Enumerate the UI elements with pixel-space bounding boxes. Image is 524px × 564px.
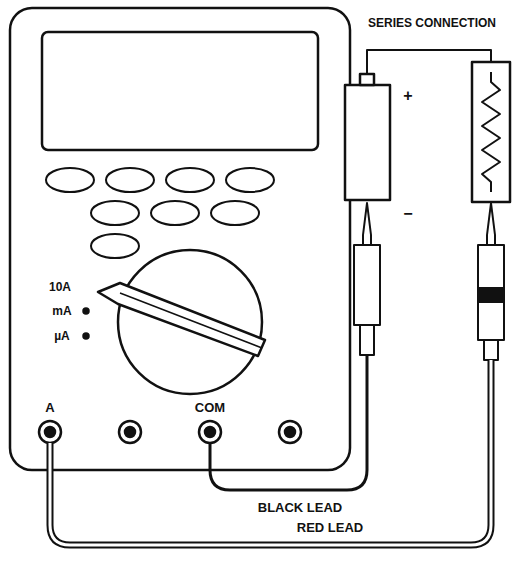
- label: +: [401, 87, 414, 105]
- dial-dot: [84, 334, 89, 339]
- label: mA: [50, 305, 73, 318]
- red-probe: [478, 203, 504, 360]
- label: COM: [193, 401, 227, 415]
- label: BLACK LEAD: [256, 501, 345, 515]
- label: µA: [52, 330, 72, 343]
- black-lead-wire: [210, 355, 367, 490]
- label: −: [401, 205, 414, 223]
- label: SERIES CONNECTION: [366, 17, 498, 30]
- red-lead-core: [50, 360, 491, 545]
- buttons: [46, 168, 274, 258]
- label: A: [43, 401, 56, 415]
- label: RED LEAD: [295, 521, 365, 535]
- display: [42, 32, 318, 150]
- resistor-box: [472, 62, 510, 202]
- dial-pointer: [98, 283, 265, 356]
- meter-body: [10, 8, 350, 470]
- label: 10A: [47, 281, 73, 294]
- pointer-line: [120, 293, 262, 348]
- black-probe: [354, 203, 380, 355]
- battery: [345, 85, 390, 200]
- dial-dot: [84, 309, 89, 314]
- terminals: [39, 421, 301, 443]
- battery-cap: [360, 74, 374, 85]
- red-lead-wire: [50, 360, 491, 545]
- resistor-symbol: [482, 72, 500, 192]
